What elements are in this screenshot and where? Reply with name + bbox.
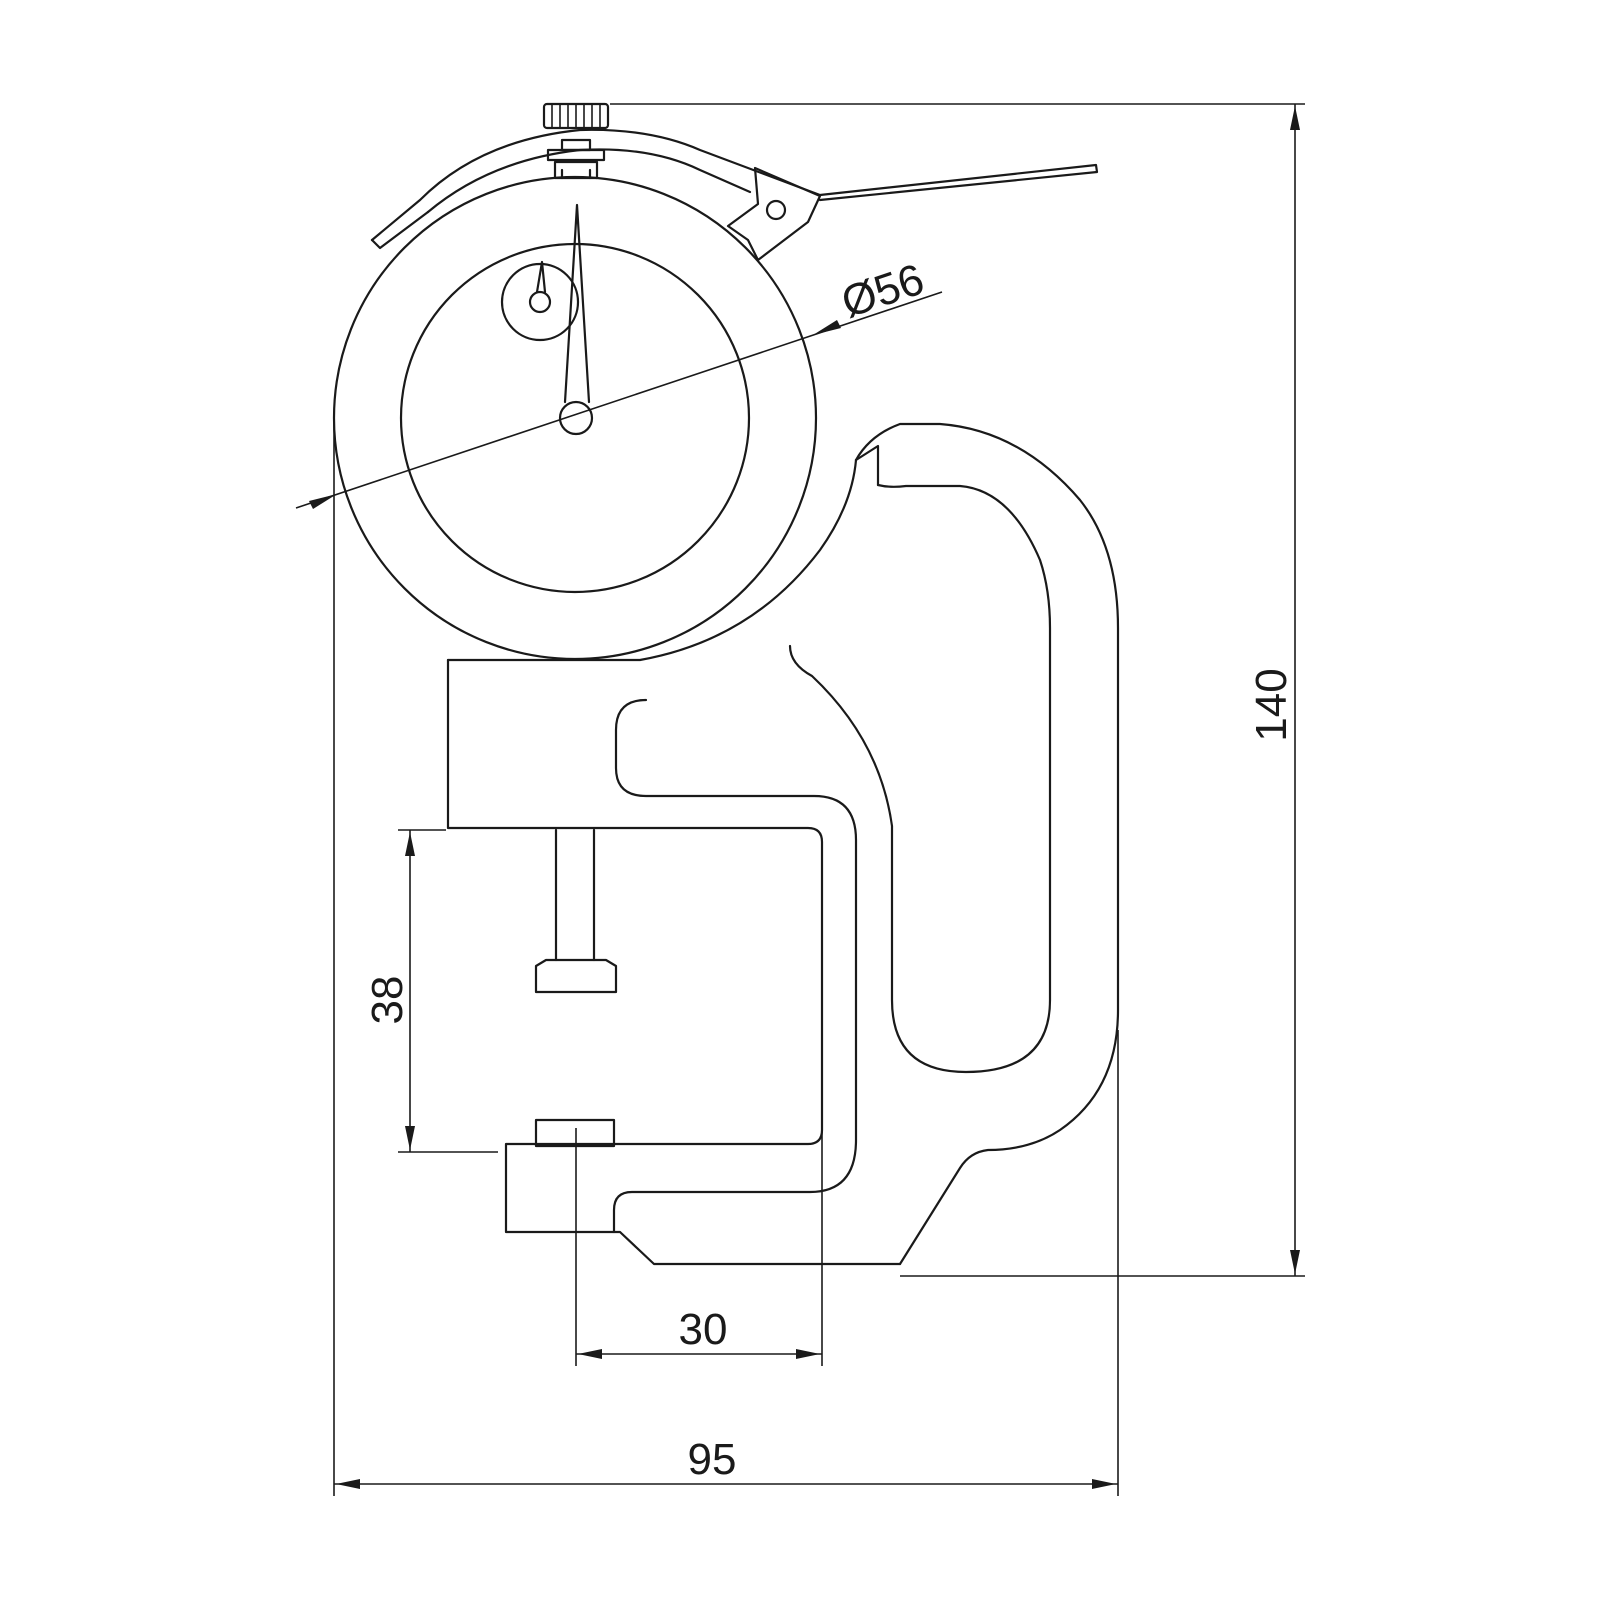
total-width-label: 95 [688,1435,737,1484]
dimension-total-width: 95 [333,418,1119,1496]
frame-inner-contour [446,458,858,662]
grip-opening [788,483,1052,1074]
gauge-stem [546,138,606,180]
revolution-counter-needle [535,260,547,294]
dial-face [399,242,751,594]
dial-gauge [332,102,818,661]
dimension-total-height: 140 [610,103,1305,1277]
lifting-lever [370,128,1099,262]
dimension-throat-depth: 30 [575,1060,823,1366]
frame-outer-contour [854,422,1120,1266]
lever-arc [370,128,1099,242]
throat-depth-label: 30 [679,1305,728,1354]
dimension-measuring-range: 38 [363,829,498,1153]
lever-pivot-pin [765,199,787,221]
upper-anvil [534,958,618,994]
knurled-knob [542,102,610,130]
lever-pivot-block [726,166,822,262]
dial-diameter-label: Ø56 [836,255,930,328]
frame-window [612,698,858,1234]
upper-jaw [446,658,902,1266]
revolution-counter-pivot [528,290,552,314]
main-needle [563,203,591,404]
lower-anvil [534,1118,616,1148]
gauge-frame [446,422,1120,1266]
revolution-counter [500,262,580,342]
total-height-label: 140 [1247,668,1296,741]
measuring-range-label: 38 [363,976,412,1025]
needle-hub [558,400,594,436]
measuring-spindle [534,828,618,1148]
dimension-dial-diameter: Ø56 [295,255,943,509]
